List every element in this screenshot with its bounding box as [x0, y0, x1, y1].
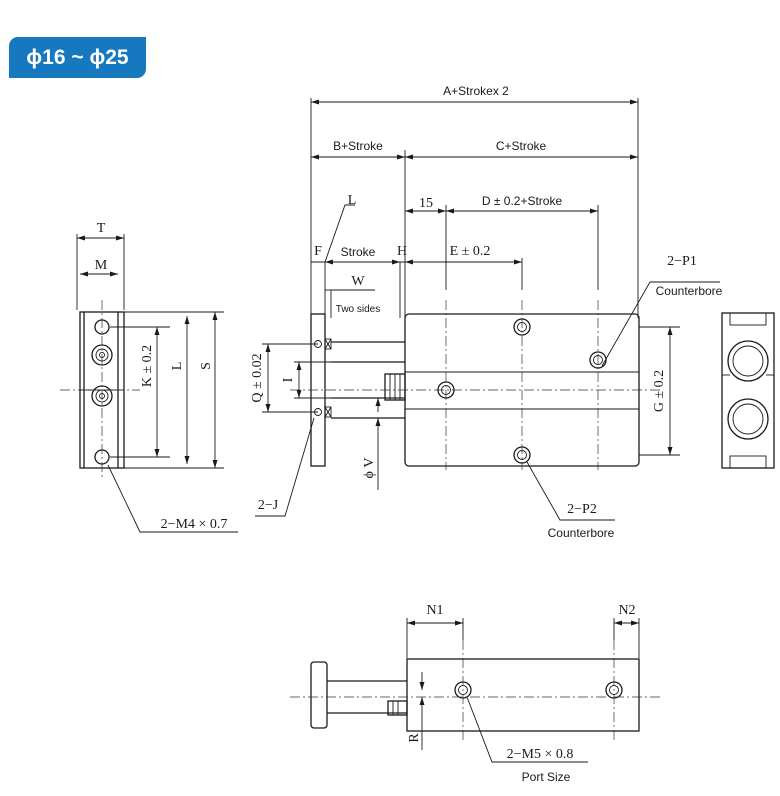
dim-v-label: ϕ V — [362, 458, 377, 479]
dim-two-sides-label: Two sides — [336, 304, 380, 315]
dim-l-big-label: L — [170, 362, 185, 371]
dimension-labels: A+Strokex 2 B+Stroke C+Stroke D ± 0.2+St… — [95, 84, 723, 784]
dim-d-label: D ± 0.2+Stroke — [482, 194, 563, 208]
dim-m-label: M — [95, 258, 108, 273]
dim-e-label: E ± 0.2 — [450, 244, 491, 259]
dim-c-label: C+Stroke — [496, 139, 547, 153]
left-side-view — [60, 234, 238, 533]
dim-p2-note: Counterbore — [548, 526, 615, 540]
dim-j-label: 2−J — [258, 498, 279, 513]
dim-w-label: W — [351, 274, 365, 289]
front-view — [255, 98, 720, 521]
dim-p1-note: Counterbore — [656, 284, 723, 298]
dim-f-label: F — [314, 244, 322, 259]
dim-p1-label: 2−P1 — [667, 254, 697, 269]
dim-p2-label: 2−P2 — [567, 502, 597, 517]
dim-h-label: H — [397, 244, 407, 259]
size-range-badge: ϕ16 ~ ϕ25 — [9, 37, 146, 78]
dim-g-label: G ± 0.2 — [652, 370, 667, 412]
dim-n2-label: N2 — [618, 603, 635, 618]
dim-t-label: T — [97, 221, 106, 236]
dim-s-label: S — [199, 362, 214, 370]
dim-r-label: R — [407, 733, 422, 743]
dim-b-label: B+Stroke — [333, 139, 383, 153]
dim-port-label: Port Size — [522, 770, 571, 784]
dim-stroke-label: Stroke — [341, 245, 376, 259]
dim-n1-label: N1 — [426, 603, 443, 618]
dim-15-label: 15 — [419, 196, 433, 211]
bottom-view — [290, 618, 660, 763]
dim-a-label: A+Strokex 2 — [443, 84, 509, 98]
right-end-view — [721, 312, 775, 469]
dim-m4-label: 2−M4 × 0.7 — [161, 517, 228, 532]
dim-k-label: K ± 0.2 — [140, 345, 155, 387]
dim-i-label: I — [281, 377, 296, 382]
dim-l-small-label: L — [348, 193, 357, 208]
dim-m5-label: 2−M5 × 0.8 — [507, 747, 574, 762]
dim-q-label: Q ± 0.02 — [250, 353, 265, 402]
